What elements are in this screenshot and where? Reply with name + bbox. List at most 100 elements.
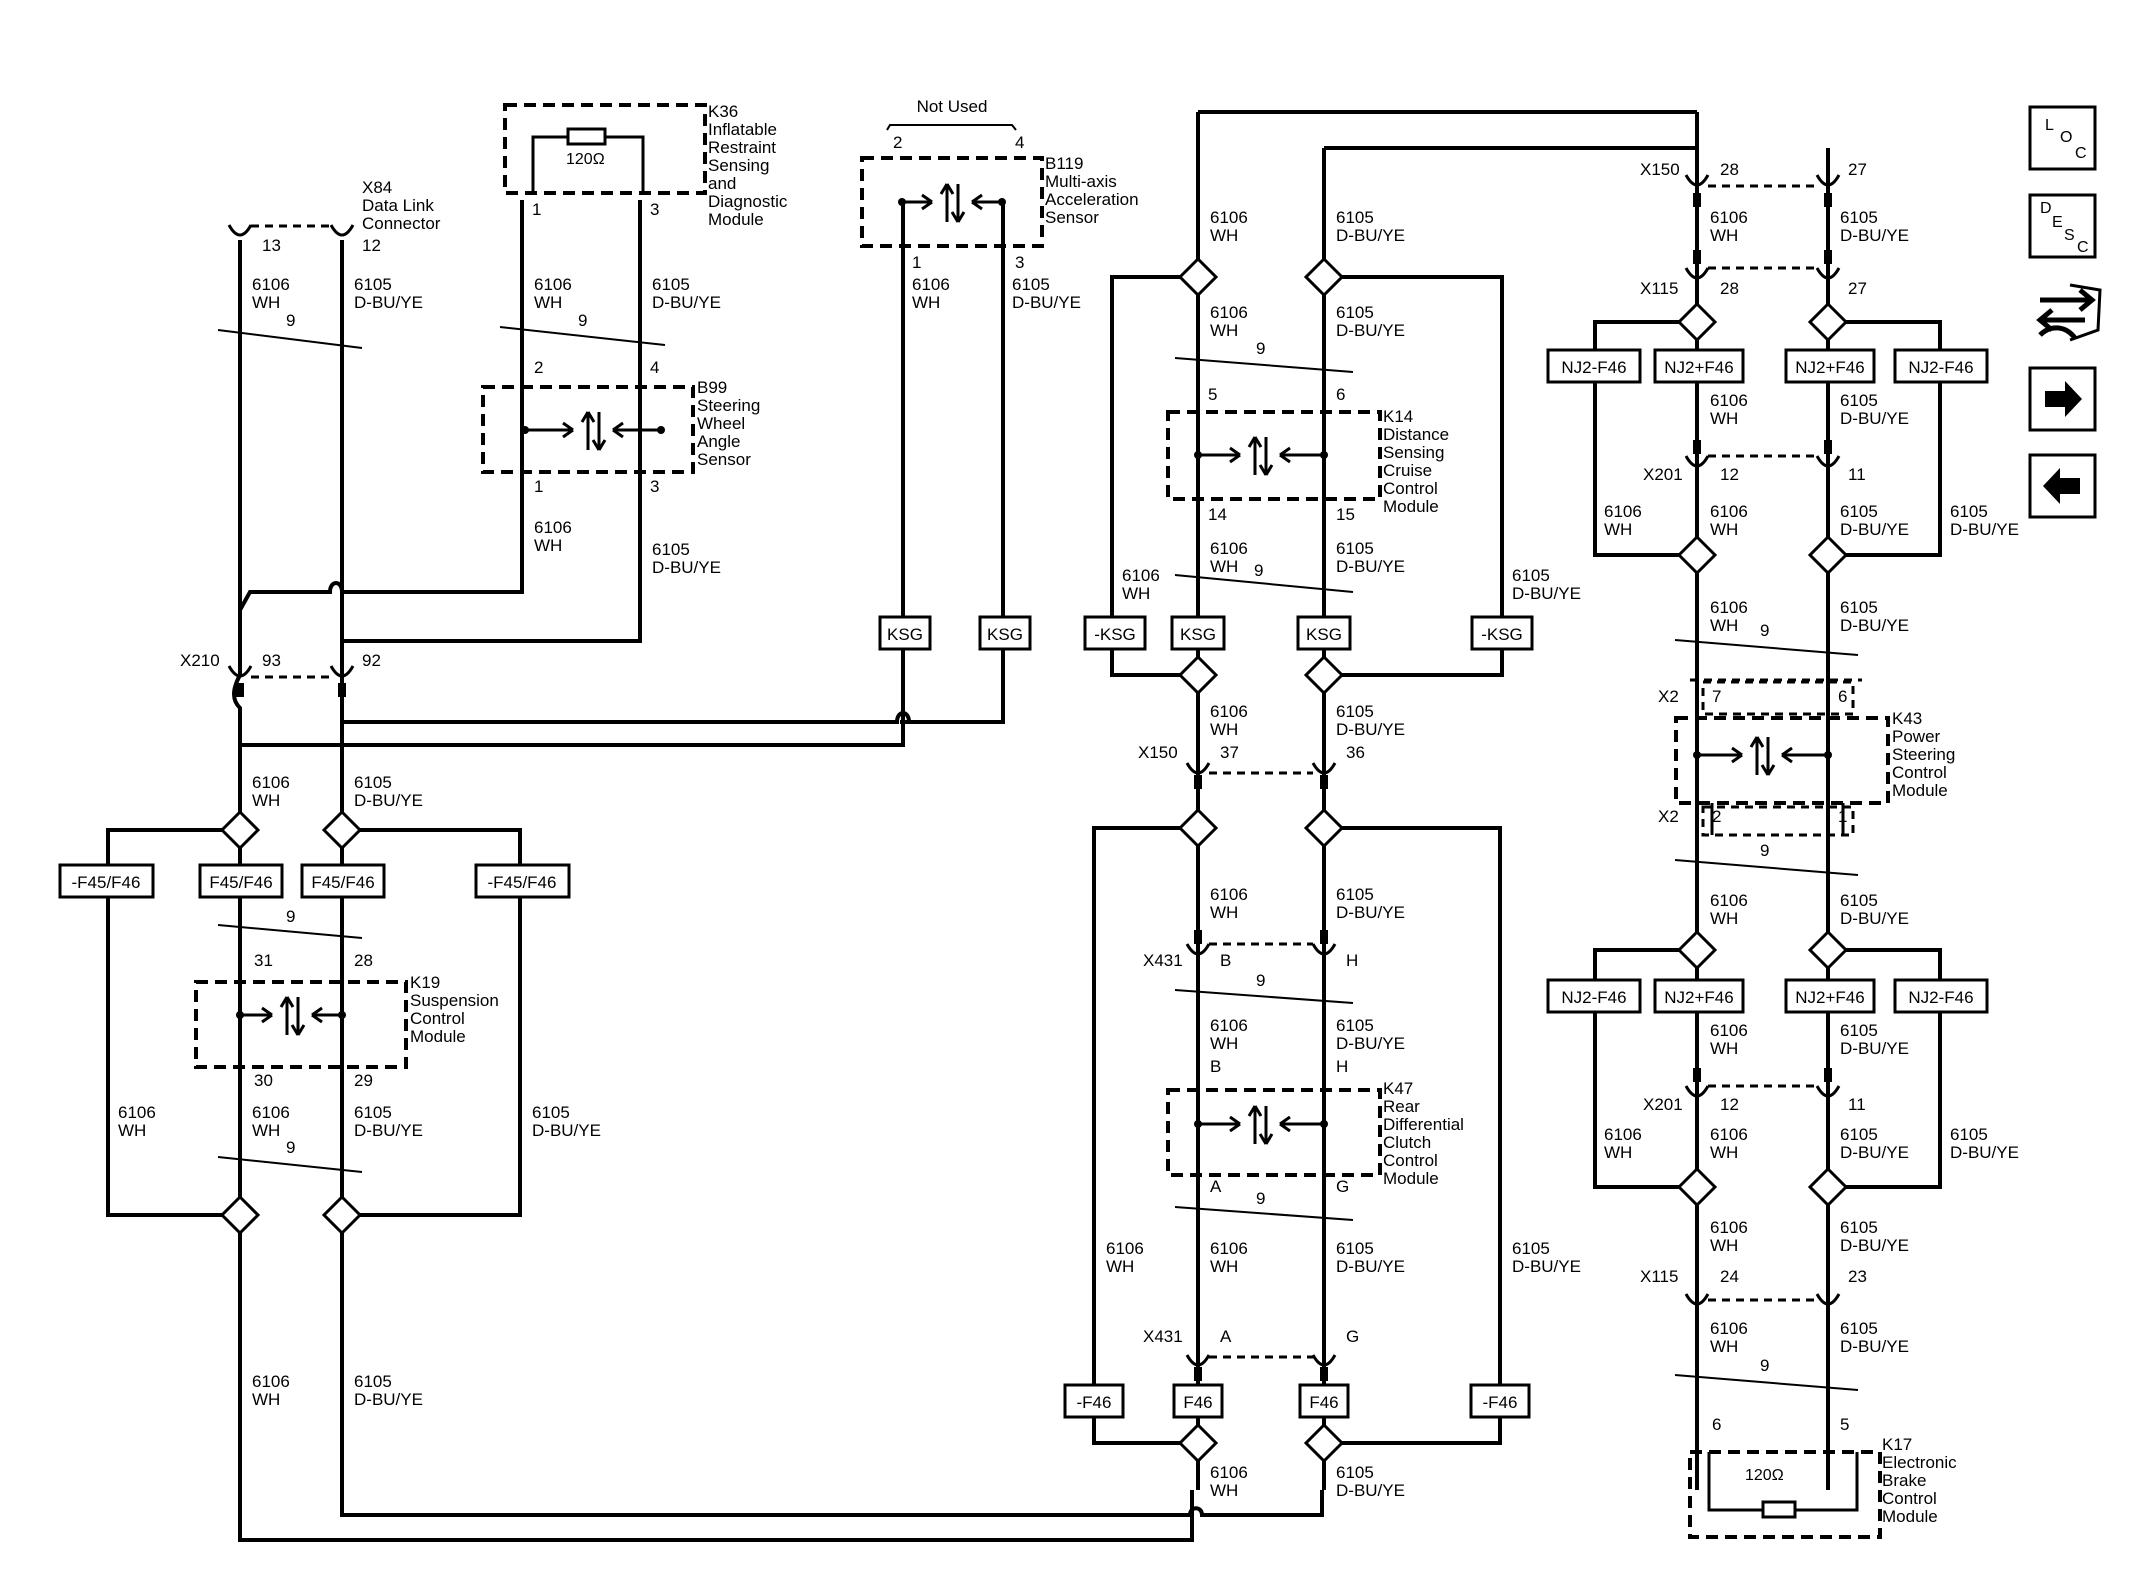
svg-text:WH: WH: [252, 791, 280, 810]
svg-text:WH: WH: [1106, 1257, 1134, 1276]
svg-text:L: L: [2045, 117, 2054, 134]
splice: [1177, 654, 1219, 696]
svg-text:F45/F46: F45/F46: [209, 873, 272, 892]
svg-text:31: 31: [254, 951, 273, 970]
wires-middle: [1092, 110, 1697, 1490]
svg-text:6106: 6106: [252, 773, 290, 792]
svg-text:K17: K17: [1882, 1435, 1912, 1454]
svg-text:NJ2-F46: NJ2-F46: [1908, 358, 1973, 377]
svg-text:Control: Control: [1383, 1151, 1438, 1170]
next-button[interactable]: [2028, 366, 2097, 432]
side-toolbar: L O C D E S C: [2028, 105, 2102, 519]
connector-tool-icon[interactable]: [2036, 283, 2102, 342]
svg-text:D-BU/YE: D-BU/YE: [1336, 1481, 1405, 1500]
svg-text:Not Used: Not Used: [917, 97, 988, 116]
svg-text:WH: WH: [912, 293, 940, 312]
svg-text:6105: 6105: [1336, 1239, 1374, 1258]
svg-text:Wheel: Wheel: [697, 414, 745, 433]
svg-text:WH: WH: [1710, 1039, 1738, 1058]
svg-text:6105: 6105: [1950, 502, 1988, 521]
arrow-left-icon: [2043, 468, 2080, 504]
svg-text:28: 28: [1720, 160, 1739, 179]
svg-text:6105: 6105: [354, 1103, 392, 1122]
splice: [1807, 1166, 1849, 1208]
svg-text:Control: Control: [410, 1009, 465, 1028]
transceiver-icon: [898, 183, 1006, 223]
svg-text:Clutch: Clutch: [1383, 1133, 1431, 1152]
svg-text:6105: 6105: [1840, 1021, 1878, 1040]
svg-text:D-BU/YE: D-BU/YE: [1512, 584, 1581, 603]
splice: [1676, 1166, 1718, 1208]
svg-text:2: 2: [534, 358, 543, 377]
svg-text:Module: Module: [1892, 781, 1948, 800]
transceiver-symbols: [236, 183, 1832, 1145]
svg-text:6: 6: [1838, 687, 1847, 706]
label-box: KSG: [878, 615, 932, 651]
svg-text:WH: WH: [252, 293, 280, 312]
svg-text:Sensor: Sensor: [1045, 208, 1099, 227]
svg-text:6106: 6106: [252, 1372, 290, 1391]
svg-text:D-BU/YE: D-BU/YE: [354, 1121, 423, 1140]
svg-text:H: H: [1346, 951, 1358, 970]
splice: [1177, 256, 1219, 298]
svg-text:92: 92: [362, 651, 381, 670]
svg-text:NJ2-F46: NJ2-F46: [1561, 358, 1626, 377]
svg-text:NJ2-F46: NJ2-F46: [1561, 988, 1626, 1007]
svg-text:5: 5: [1840, 1415, 1849, 1434]
desc-button[interactable]: D E S C: [2028, 193, 2097, 259]
svg-text:6105: 6105: [354, 275, 392, 294]
svg-text:37: 37: [1220, 743, 1239, 762]
twist-marks: [217, 326, 1859, 1391]
transceiver-icon: [236, 996, 346, 1036]
label-box: F46: [1298, 1383, 1350, 1419]
svg-text:29: 29: [354, 1071, 373, 1090]
svg-text:K47: K47: [1383, 1079, 1413, 1098]
svg-text:6: 6: [1712, 1415, 1721, 1434]
svg-text:NJ2+F46: NJ2+F46: [1664, 358, 1733, 377]
svg-text:6105: 6105: [1840, 1319, 1878, 1338]
svg-text:WH: WH: [1710, 1337, 1738, 1356]
label-box: NJ2-F46: [1546, 348, 1642, 384]
loc-button[interactable]: L O C: [2028, 105, 2097, 171]
svg-text:WH: WH: [118, 1121, 146, 1140]
svg-text:2: 2: [1712, 807, 1721, 826]
svg-text:WH: WH: [1710, 409, 1738, 428]
svg-text:WH: WH: [1710, 909, 1738, 928]
svg-text:15: 15: [1336, 505, 1355, 524]
label-box: KSG: [1170, 615, 1226, 651]
label-box: -F46: [1063, 1383, 1125, 1419]
splice: [1807, 929, 1849, 971]
svg-text:6106: 6106: [1604, 502, 1642, 521]
svg-text:WH: WH: [1710, 226, 1738, 245]
svg-text:D-BU/YE: D-BU/YE: [652, 558, 721, 577]
svg-text:6106: 6106: [1710, 1218, 1748, 1237]
svg-text:X431: X431: [1143, 1327, 1183, 1346]
svg-text:9: 9: [1256, 971, 1265, 990]
svg-text:WH: WH: [1210, 720, 1238, 739]
svg-text:X201: X201: [1643, 465, 1683, 484]
svg-text:6106: 6106: [534, 518, 572, 537]
svg-text:6105: 6105: [1336, 702, 1374, 721]
svg-text:6105: 6105: [1336, 303, 1374, 322]
svg-text:Module: Module: [1383, 1169, 1439, 1188]
previous-button[interactable]: [2028, 453, 2097, 519]
svg-text:12: 12: [1720, 465, 1739, 484]
splice: [1303, 1422, 1345, 1464]
svg-text:4: 4: [650, 358, 659, 377]
svg-text:S: S: [2064, 227, 2075, 244]
svg-text:Brake: Brake: [1882, 1471, 1926, 1490]
svg-text:Sensing: Sensing: [708, 156, 769, 175]
svg-text:G: G: [1346, 1327, 1359, 1346]
splices: [219, 256, 1849, 1464]
svg-text:-F46: -F46: [1483, 1393, 1518, 1412]
svg-text:Control: Control: [1892, 763, 1947, 782]
label-box: NJ2+F46: [1784, 978, 1876, 1014]
svg-text:D-BU/YE: D-BU/YE: [1840, 1236, 1909, 1255]
svg-text:Module: Module: [1882, 1507, 1938, 1526]
svg-text:6105: 6105: [1336, 208, 1374, 227]
svg-text:X84: X84: [362, 178, 392, 197]
svg-text:6105: 6105: [1012, 275, 1050, 294]
svg-text:13: 13: [262, 236, 281, 255]
svg-text:WH: WH: [534, 536, 562, 555]
svg-text:6105: 6105: [1336, 539, 1374, 558]
